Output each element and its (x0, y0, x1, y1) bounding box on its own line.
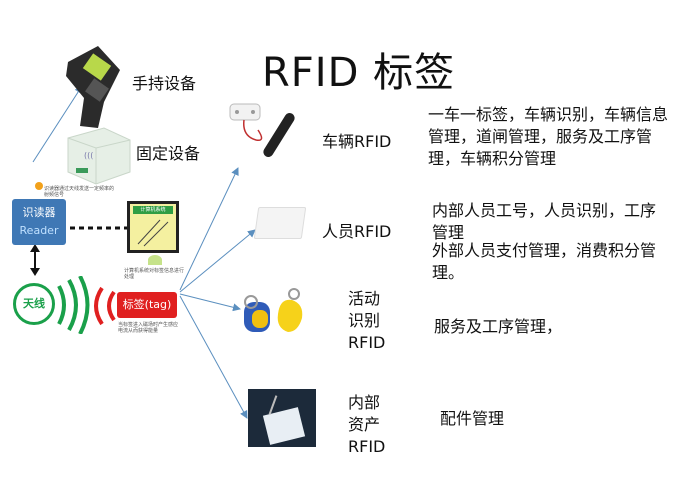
personnel-card-image (253, 207, 307, 239)
computer-monitor: 计算机系统 (127, 201, 179, 253)
handheld-device-image (66, 46, 120, 128)
asset-tag-image (248, 389, 316, 447)
antenna-waves-icon (57, 276, 90, 334)
personnel-rfid-desc2: 外部人员支付管理，消费积分管理。 (432, 241, 657, 282)
reader-box: 识读器 Reader (12, 199, 66, 245)
mouse-icon (148, 255, 162, 265)
activity-rfid-desc: 服务及工序管理， (434, 317, 563, 336)
arrow-to-activity (179, 293, 241, 312)
activity-label-line1: 活动 (348, 289, 381, 308)
vehicle-rfid-desc: 一车一标签，车辆识别，车辆信息管理，道闸管理，服务及工序管理，车辆积分管理 (428, 105, 669, 168)
arrow-to-asset (179, 295, 248, 419)
asset-label-line3: RFID (348, 437, 386, 456)
computer-label: 计算机系统 (133, 206, 173, 214)
personnel-rfid-label: 人员RFID (322, 222, 392, 241)
asset-rfid-desc: 配件管理 (440, 409, 505, 428)
arrow-to-vehicle (179, 167, 239, 291)
reader-label: 识读器 (22, 206, 56, 219)
arrow-to-personnel (179, 229, 256, 293)
tag-waves-icon (94, 286, 116, 326)
asset-rfid-label: 内部 资产 RFID (348, 392, 385, 458)
handheld-label: 手持设备 (132, 74, 197, 93)
fixed-device-label: 固定设备 (136, 144, 201, 163)
antenna-circle: 天线 (13, 283, 55, 325)
reader-indicator-icon (35, 182, 43, 190)
fixed-device-image: ((( (67, 127, 131, 185)
page-title: RFID 标签 (262, 50, 456, 96)
asset-label-line2: 资产 (348, 415, 381, 434)
activity-label-line2: 识别 (348, 311, 381, 330)
activity-label-line3: RFID (348, 333, 386, 352)
tag-note: 当标签进入磁场时产生感应电流从而获得能量 (118, 322, 179, 334)
vehicle-tag-image (229, 103, 295, 157)
personnel-rfid-desc: 内部人员工号，人员识别，工序管理 (432, 201, 657, 242)
svg-text:(((: ((( (84, 151, 93, 160)
computer-screen-lines (137, 219, 169, 247)
asset-label-line1: 内部 (348, 393, 381, 412)
reader-label-en: Reader (19, 224, 59, 237)
computer-note: 计算机系统对标签信息进行处理 (124, 268, 185, 280)
arrow-to-handheld (32, 85, 83, 163)
tag-box: 标签(tag) (117, 292, 177, 318)
vehicle-rfid-label: 车辆RFID (322, 132, 392, 151)
activity-rfid-label: 活动 识别 RFID (348, 288, 385, 354)
keyfob-image (244, 288, 303, 332)
reader-note: 识读器通过天线发送一定频率的射频信号 (44, 186, 115, 198)
